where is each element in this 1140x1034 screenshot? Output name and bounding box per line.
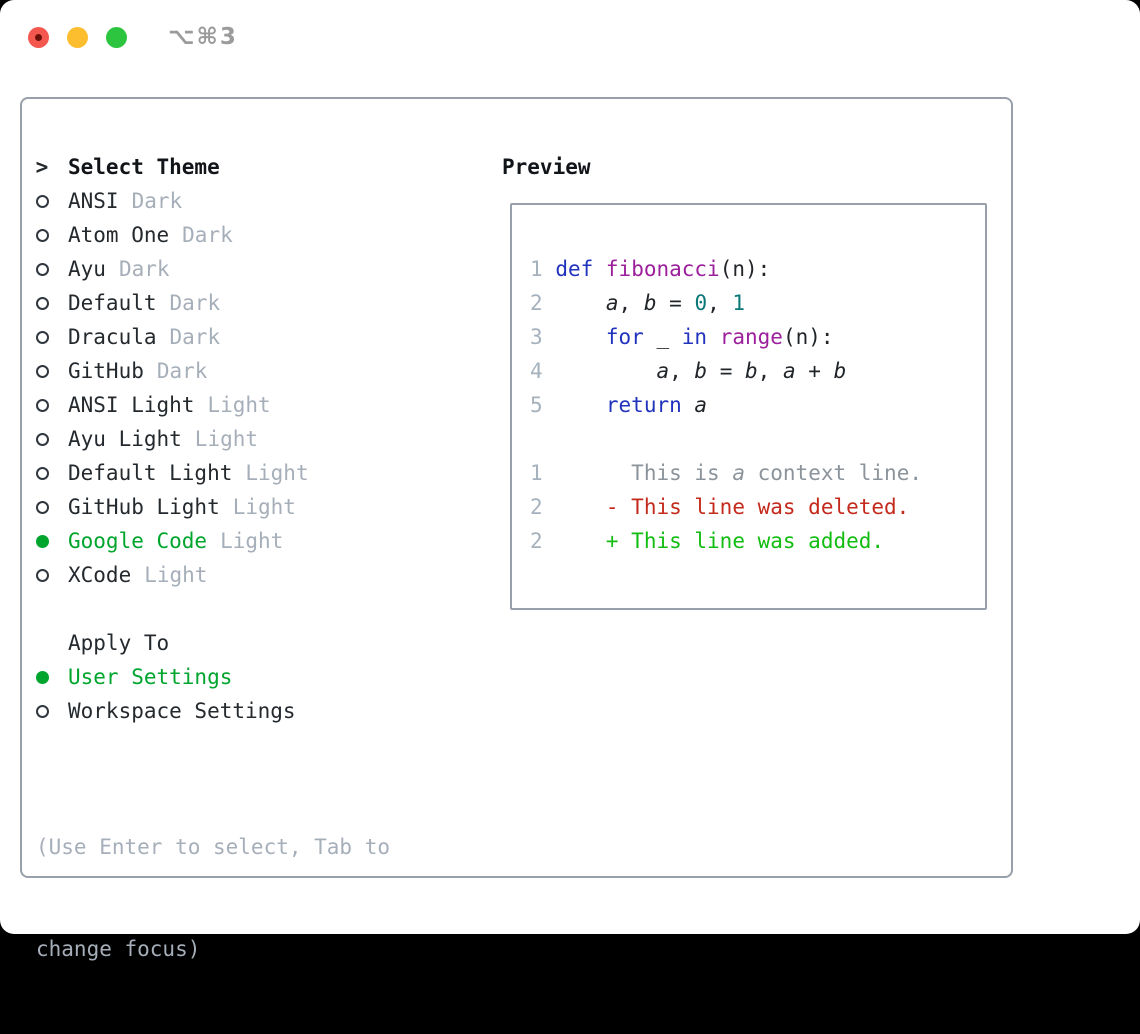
zoom-button[interactable]	[106, 27, 127, 48]
window-shortcut-label: ⌥⌘3	[168, 24, 238, 50]
radio-selected-icon	[30, 670, 54, 684]
theme-option-github[interactable]: GitHub Dark	[30, 354, 480, 388]
preview-box: 1 def fibonacci(n): 2 a, b = 0, 1 3 for _ …	[510, 203, 987, 610]
radio-icon	[30, 704, 54, 718]
apply-to-title: Apply To	[68, 631, 170, 655]
code-line: 2 - This line was deleted.	[530, 495, 910, 519]
radio-icon	[30, 194, 54, 208]
theme-option-default[interactable]: Default Dark	[30, 286, 480, 320]
theme-option-ayu[interactable]: Ayu Dark	[30, 252, 480, 286]
code-line: 2 + This line was added.	[530, 529, 885, 553]
code-line: 2 a, b = 0, 1	[530, 291, 746, 315]
radio-icon	[30, 330, 54, 344]
close-button[interactable]	[28, 27, 49, 48]
option-label: ANSI	[68, 189, 119, 213]
apply-to-header: Apply To	[30, 626, 480, 660]
option-label: GitHub Light	[68, 495, 220, 519]
unsaved-dot-icon	[35, 34, 42, 41]
prompt-chevron-icon: >	[35, 155, 49, 179]
option-label: ANSI Light	[68, 393, 195, 417]
option-label: Default	[68, 291, 157, 315]
option-label: GitHub	[68, 359, 144, 383]
variant-label: Light	[207, 393, 271, 417]
radio-icon	[30, 296, 54, 310]
preview-title: Preview	[502, 155, 591, 179]
variant-label: Dark	[182, 223, 233, 247]
help-line-2: change focus)	[36, 937, 201, 961]
radio-icon	[30, 262, 54, 276]
option-label: Workspace Settings	[68, 699, 296, 723]
code-line: 1 This is a context line.	[530, 461, 922, 485]
select-theme-header: > Select Theme	[30, 150, 480, 184]
variant-label: Dark	[169, 291, 221, 315]
variant-label: Light	[144, 563, 208, 587]
theme-option-github-light[interactable]: GitHub Light Light	[30, 490, 480, 524]
code-line: 1 def fibonacci(n):	[530, 257, 771, 281]
radio-icon	[30, 398, 54, 412]
minimize-button[interactable]	[67, 27, 88, 48]
theme-option-ansi-light[interactable]: ANSI Light Light	[30, 388, 480, 422]
radio-icon	[30, 500, 54, 514]
variant-label: Light	[220, 529, 284, 553]
code-line: 5 return a	[530, 393, 708, 417]
radio-icon	[30, 432, 54, 446]
option-label: Ayu Light	[68, 427, 182, 451]
select-theme-title: Select Theme	[68, 155, 220, 179]
radio-icon	[30, 568, 54, 582]
variant-label: Dark	[156, 359, 208, 383]
variant-label: Dark	[118, 257, 170, 281]
radio-selected-icon	[30, 534, 54, 548]
help-line-1: (Use Enter to select, Tab to	[36, 835, 391, 859]
code-preview: 1 def fibonacci(n): 2 a, b = 0, 1 3 for _ …	[530, 252, 922, 558]
variant-label: Dark	[169, 325, 221, 349]
code-line	[530, 422, 922, 456]
theme-option-atom-one[interactable]: Atom One Dark	[30, 218, 480, 252]
option-label: XCode	[68, 563, 132, 587]
theme-option-ansi[interactable]: ANSI Dark	[30, 184, 480, 218]
apply-option-user-settings[interactable]: User Settings	[30, 660, 480, 694]
theme-option-dracula[interactable]: Dracula Dark	[30, 320, 480, 354]
theme-option-default-light[interactable]: Default Light Light	[30, 456, 480, 490]
code-line: 3 for _ in range(n):	[530, 325, 834, 349]
theme-option-xcode[interactable]: XCode Light	[30, 558, 480, 592]
option-label: Ayu	[68, 257, 106, 281]
theme-option-google-code[interactable]: Google Code Light	[30, 524, 480, 558]
variant-label: Dark	[131, 189, 183, 213]
variant-label: Light	[194, 427, 259, 451]
option-label: Dracula	[68, 325, 157, 349]
option-label: User Settings	[68, 665, 233, 689]
theme-option-ayu-light[interactable]: Ayu Light Light	[30, 422, 480, 456]
radio-icon	[30, 228, 54, 242]
option-label: Atom One	[68, 223, 170, 247]
option-label: Google Code	[68, 529, 208, 553]
variant-label: Light	[245, 461, 309, 485]
spacer	[30, 592, 480, 626]
radio-icon	[30, 364, 54, 378]
apply-option-workspace-settings[interactable]: Workspace Settings	[30, 694, 480, 728]
radio-icon	[30, 466, 54, 480]
option-label: Default Light	[68, 461, 233, 485]
variant-label: Light	[232, 495, 296, 519]
spacer	[30, 728, 480, 762]
titlebar: ⌥⌘3	[0, 0, 1140, 76]
code-line: 4 a, b = b, a + b	[530, 359, 847, 383]
help-text: (Use Enter to select, Tab to change focu…	[36, 762, 480, 1034]
